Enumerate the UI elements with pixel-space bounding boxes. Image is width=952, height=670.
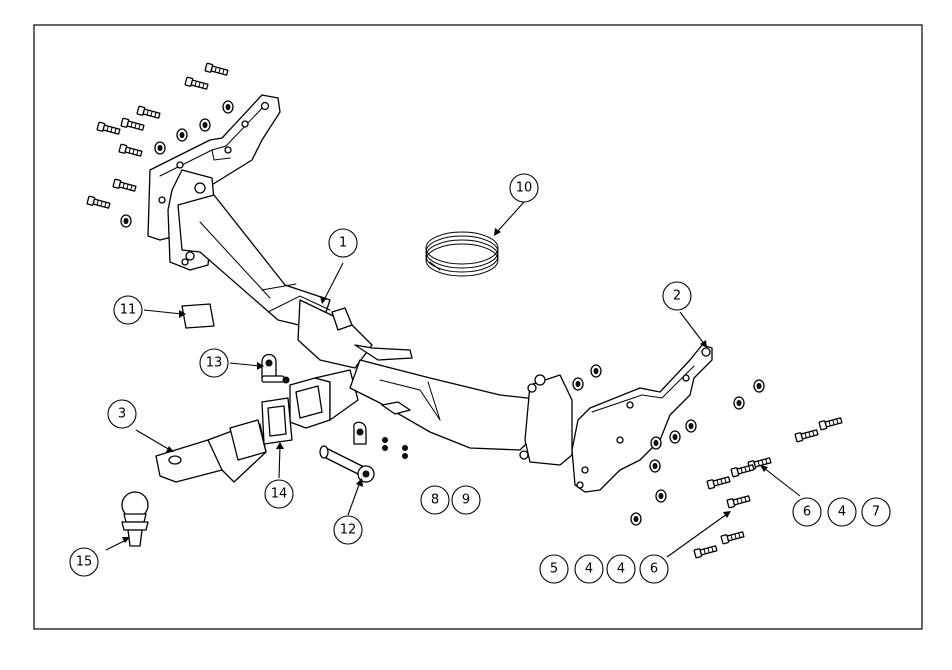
callout-14-label: 14 (271, 487, 288, 502)
callout-5: 5 (539, 554, 569, 584)
callout-1: 1 (328, 228, 358, 258)
callout-10: 10 (509, 173, 539, 203)
callout-9: 9 (451, 485, 481, 515)
callout-1-label: 1 (339, 236, 347, 251)
callout-11: 11 (113, 295, 143, 325)
callout-8: 8 (420, 485, 450, 515)
callout-6b-label: 6 (650, 562, 658, 577)
callout-12-label: 12 (340, 523, 357, 538)
callout-7: 7 (861, 497, 891, 527)
callout-10-label: 10 (516, 181, 533, 196)
right-mounting-bracket (571, 344, 713, 493)
callout-7-label: 7 (872, 505, 880, 520)
callout-14: 14 (264, 479, 294, 509)
callout-4a: 4 (827, 497, 857, 527)
spacer-plate (181, 303, 215, 329)
wire-coil (425, 231, 499, 277)
callout-2: 2 (662, 281, 692, 311)
callout-15: 15 (69, 547, 99, 577)
receiver-collar (261, 397, 293, 445)
callout-6a: 6 (792, 497, 822, 527)
callouts: 1 2 3 4 4 4 5 6 (69, 173, 891, 584)
callout-9-label: 9 (462, 493, 470, 508)
callout-15-label: 15 (76, 555, 93, 570)
callout-4b: 4 (574, 554, 604, 584)
tow-ball (121, 491, 149, 547)
leader-lines (105, 201, 801, 558)
callout-8-label: 8 (431, 493, 439, 508)
ball-mount (155, 419, 267, 483)
callout-6b: 6 (639, 554, 669, 584)
callout-13-label: 13 (206, 356, 223, 371)
hitch-pin (319, 421, 408, 483)
callout-3: 3 (107, 399, 137, 429)
main-cross-bar (167, 169, 573, 466)
callout-5-label: 5 (550, 562, 558, 577)
callout-13: 13 (199, 348, 229, 378)
callout-11-label: 11 (120, 303, 137, 318)
callout-4c-label: 4 (617, 562, 625, 577)
callout-6a-label: 6 (803, 505, 811, 520)
callout-3-label: 3 (118, 407, 126, 422)
callout-2-label: 2 (673, 289, 681, 304)
safety-shackle-left (261, 353, 290, 384)
callout-12: 12 (333, 515, 363, 545)
callout-4a-label: 4 (838, 505, 846, 520)
callout-4b-label: 4 (585, 562, 593, 577)
drawing-border (33, 24, 923, 630)
callout-4c: 4 (606, 554, 636, 584)
